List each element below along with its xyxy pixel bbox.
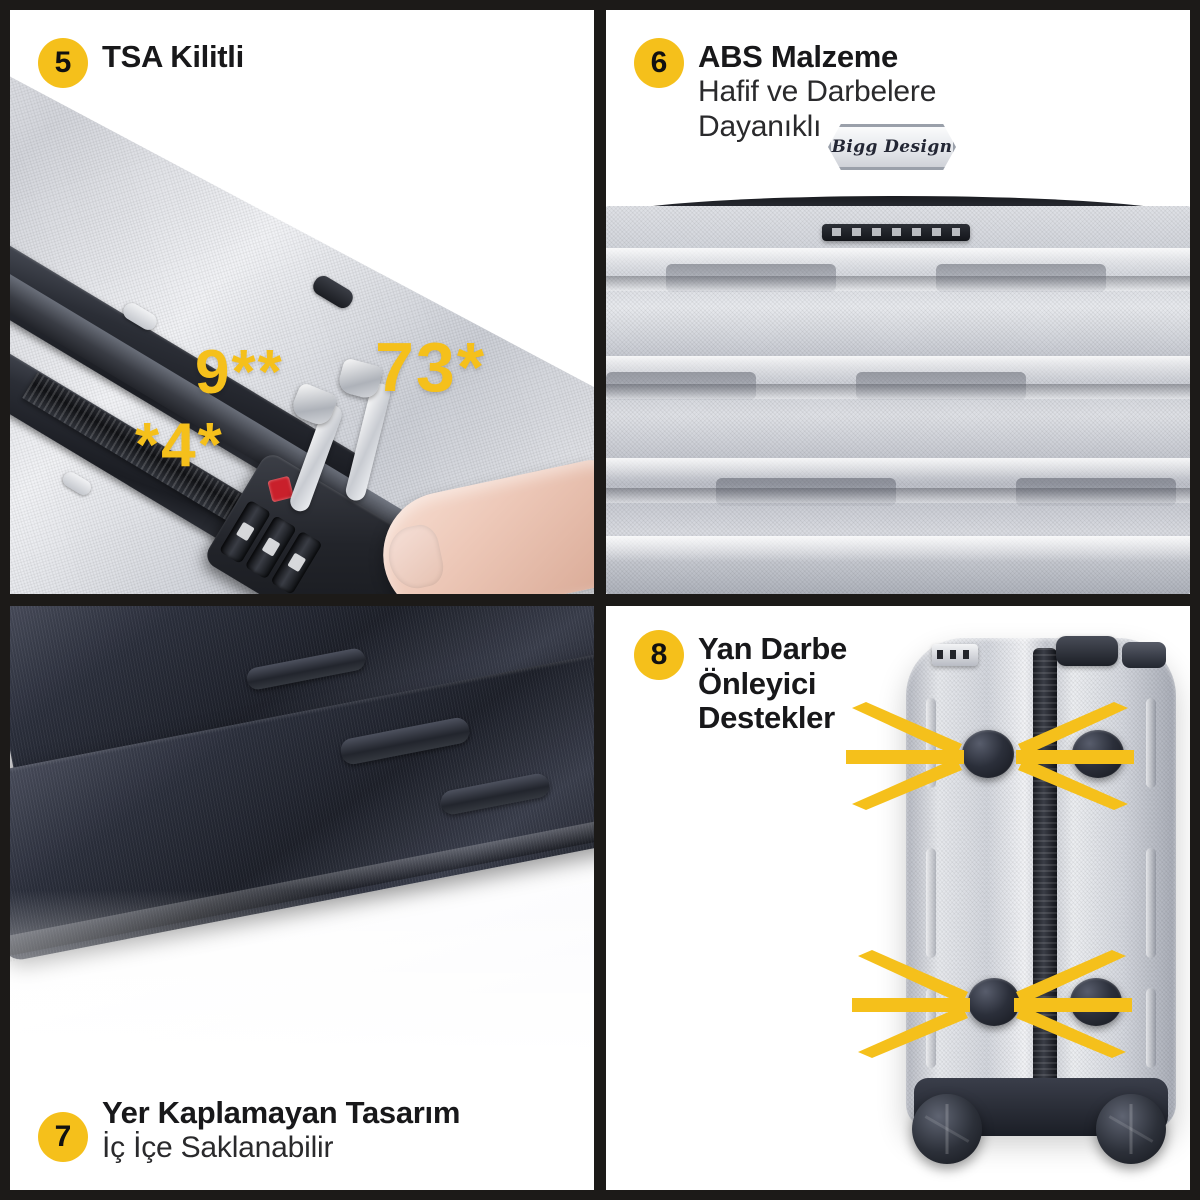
carry-handle-icon [1122,642,1166,668]
panel-header: 5 TSA Kilitli [38,38,244,88]
lock-code-overlay: *4* [135,411,224,480]
panel-title: Yan Darbe Önleyici Destekler [698,631,847,736]
abs-shell-surface [606,206,1190,594]
impact-ray-icon [852,950,970,1058]
step-badge-5: 5 [38,38,88,88]
step-badge-7: 7 [38,1112,88,1163]
step-badge-6: 6 [634,38,684,88]
tsa-lock-photo: 9** 73* *4* [10,10,594,594]
panel-title: ABS Malzeme [698,39,898,74]
panel-header: 8 Yan Darbe Önleyici Destekler [634,630,847,736]
tsa-lock-icon [932,644,978,666]
spinner-wheel-icon [1096,1094,1166,1164]
panel-subtitle: Hafif ve Darbelere Dayanıklı [698,74,937,143]
carry-handle-icon [1056,636,1118,666]
impact-ray-icon [1016,702,1134,810]
feature-panel-side-impact-support: 8 Yan Darbe Önleyici Destekler [606,606,1190,1190]
bumper-stud-icon [962,730,1014,778]
suitcase-side-view-photo [606,606,1190,1190]
impact-ray-icon [1014,950,1132,1058]
lock-code-overlay: 9** [195,338,284,407]
lock-code-overlay: 73* [375,328,487,406]
impact-ray-icon [846,702,964,810]
abs-shell-photo: Bigg Design [606,10,1190,594]
brand-plate: Bigg Design [828,124,956,170]
spinner-wheel-icon [912,1094,982,1164]
feature-panel-abs-material: Bigg Design 6 ABS Malzeme Hafif ve D [606,10,1190,594]
feature-panel-tsa-lock: 9** 73* *4* 5 TSA Kilitli [10,10,594,594]
step-badge-8: 8 [634,630,684,680]
bumper-stud-icon [968,978,1020,1026]
panel-header: 6 ABS Malzeme Hafif ve Darbelere Dayanık… [634,38,936,144]
panel-subtitle: İç İçe Saklanabilir [102,1131,334,1165]
brand-name: Bigg Design [831,137,953,157]
panel-title: TSA Kilitli [102,39,244,74]
panel-header: 7 Yer Kaplamayan Tasarım İç İçe Saklanab… [38,1094,460,1166]
panel-title: Yer Kaplamayan Tasarım [102,1095,461,1131]
feature-panel-nestable-design: 7 Yer Kaplamayan Tasarım İç İçe Saklanab… [10,606,594,1190]
nested-suitcases-photo [10,606,594,1190]
tsa-lock-icon [822,224,970,241]
